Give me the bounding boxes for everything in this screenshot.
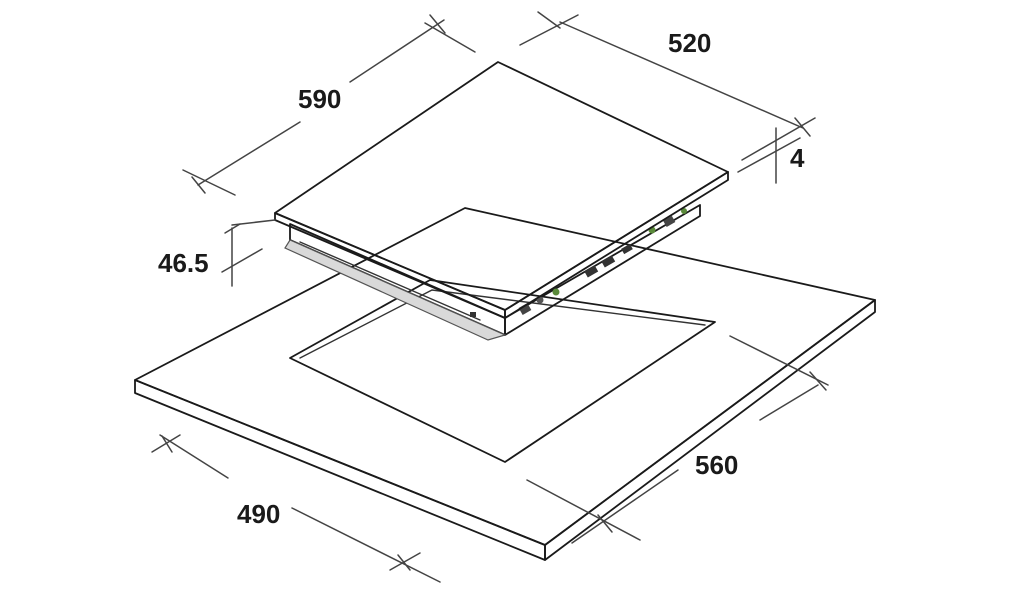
glass-top <box>274 61 729 319</box>
hob-body <box>284 204 701 341</box>
dimension-590: 590 <box>182 14 476 196</box>
label-560: 560 <box>695 450 738 480</box>
dimension-560: 560 <box>526 335 829 544</box>
label-46-5: 46.5 <box>158 248 209 278</box>
dimension-490: 490 <box>151 434 441 583</box>
label-520: 520 <box>668 28 711 58</box>
cutout-opening <box>289 279 716 463</box>
label-590: 590 <box>298 84 341 114</box>
dimension-4: 4 <box>737 127 805 184</box>
connector-strip <box>470 208 687 317</box>
dimension-520: 520 <box>519 11 816 161</box>
label-490: 490 <box>237 499 280 529</box>
label-4: 4 <box>790 143 805 173</box>
dimension-46-5: 46.5 <box>158 219 276 287</box>
